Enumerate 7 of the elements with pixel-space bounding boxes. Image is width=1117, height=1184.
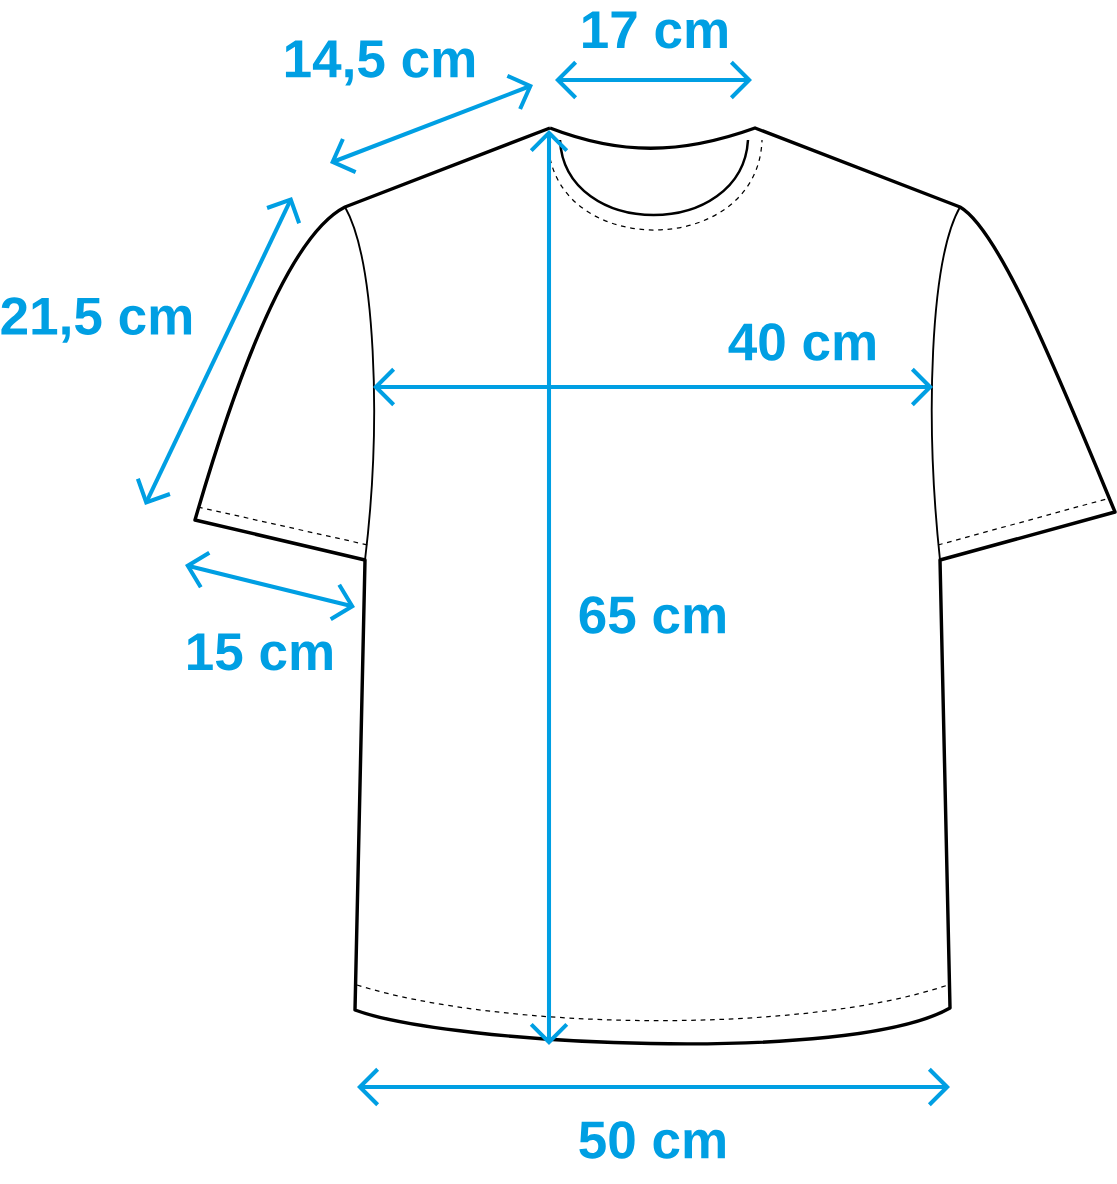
dimension-label: 14,5 cm (285, 40, 475, 86)
dimension-label: 17 cm (583, 11, 727, 49)
dimension-label: 40 cm (728, 323, 875, 361)
dimension-label: 65 cm (579, 596, 725, 634)
dimension-label: 15 cm (188, 633, 332, 671)
dimension-label: 21,5 cm (1, 297, 192, 343)
dimension-label: 50 cm (579, 1121, 725, 1159)
